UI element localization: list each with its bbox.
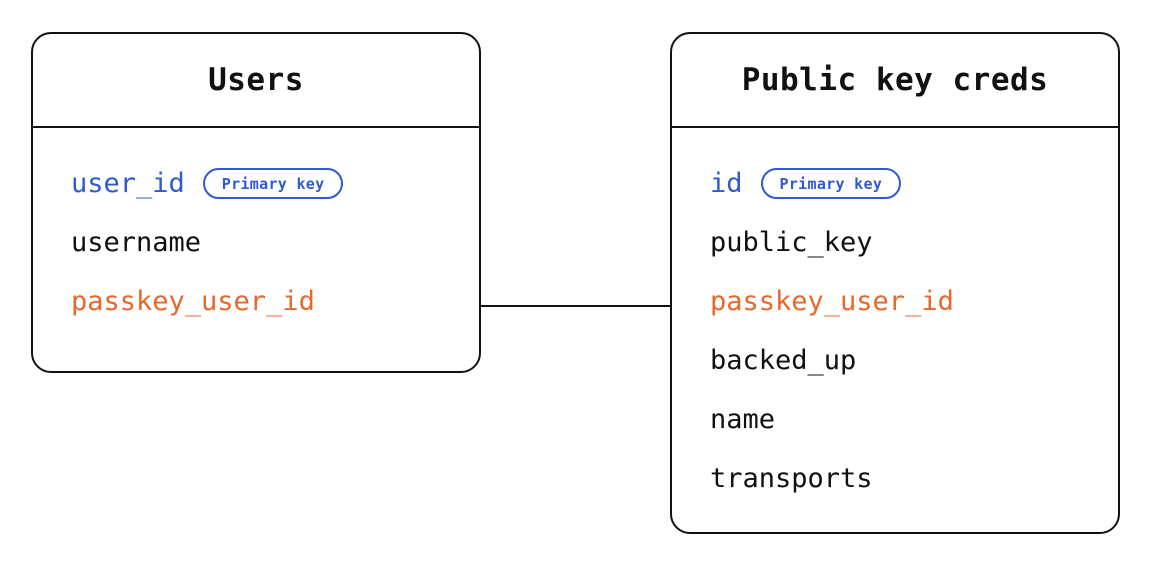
entity-public-key-creds-title: Public key creds [741, 62, 1049, 98]
field-row[interactable]: backed_up [672, 331, 1118, 390]
entity-users-field-list: user_id Primary key username passkey_use… [33, 128, 479, 331]
field-name-passkey-user-id: passkey_user_id [71, 286, 315, 317]
field-row[interactable]: name [672, 390, 1118, 449]
field-name-id: id [710, 168, 743, 199]
field-row[interactable]: id Primary key [672, 154, 1118, 213]
field-row[interactable]: passkey_user_id [672, 272, 1118, 331]
entity-public-key-creds-field-list: id Primary key public_key passkey_user_i… [672, 128, 1118, 508]
field-name-name: name [710, 404, 776, 435]
field-name-backed-up: backed_up [710, 345, 857, 376]
field-name-user-id: user_id [71, 168, 185, 199]
field-row[interactable]: user_id Primary key [33, 154, 479, 213]
field-row[interactable]: public_key [672, 213, 1118, 272]
field-name-passkey-user-id: passkey_user_id [710, 286, 954, 317]
field-name-public-key: public_key [710, 227, 873, 258]
primary-key-badge: Primary key [202, 168, 344, 199]
relationship-connector-line [481, 305, 672, 307]
field-name-username: username [71, 227, 202, 258]
entity-users-header: Users [33, 34, 479, 128]
entity-users-title: Users [208, 62, 304, 98]
field-row[interactable]: passkey_user_id [33, 272, 479, 331]
entity-public-key-creds-header: Public key creds [672, 34, 1118, 128]
field-name-transports: transports [710, 463, 873, 494]
field-row[interactable]: transports [672, 449, 1118, 508]
field-row[interactable]: username [33, 213, 479, 272]
entity-users[interactable]: Users user_id Primary key username passk… [31, 32, 481, 373]
primary-key-badge: Primary key [760, 168, 902, 199]
entity-public-key-creds[interactable]: Public key creds id Primary key public_k… [670, 32, 1120, 534]
